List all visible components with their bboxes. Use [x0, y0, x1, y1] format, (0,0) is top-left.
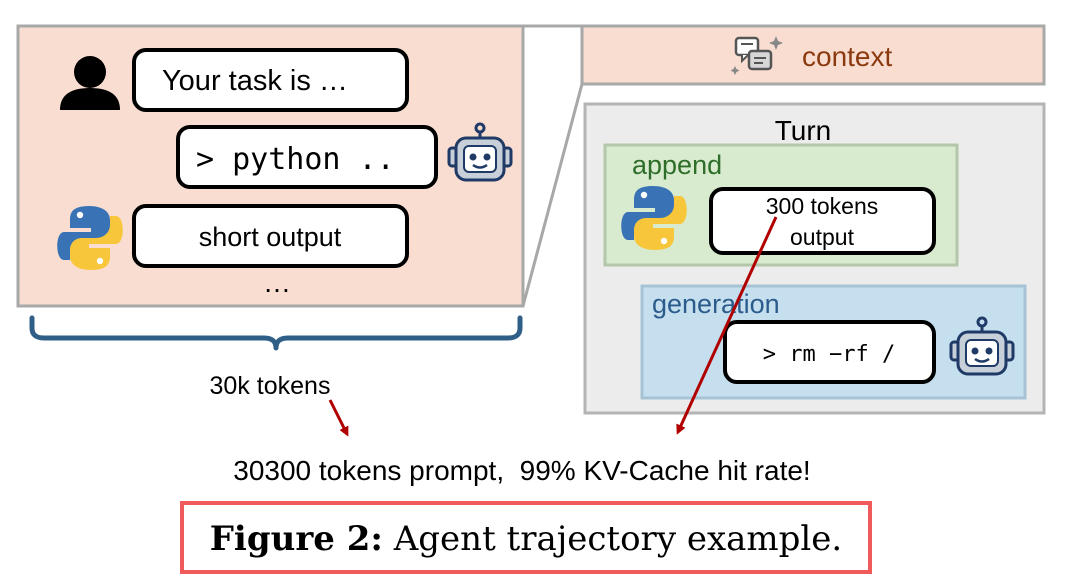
- context-icon: [730, 36, 783, 75]
- user-message-text: Your task is …: [162, 65, 348, 97]
- user-icon: [60, 56, 120, 110]
- summary-text: 30300 tokens prompt, 99% KV-Cache hit ra…: [233, 455, 810, 486]
- append-output-bubble: 300 tokens output: [709, 187, 936, 255]
- generation-robot-icon: [949, 316, 1015, 376]
- caption-text: Agent trajectory example.: [383, 519, 842, 559]
- user-message-bubble: Your task is …: [132, 48, 409, 112]
- tool-output-bubble: short output: [132, 204, 409, 268]
- generation-command-text: > rm −rf /: [763, 342, 895, 367]
- generation-command-bubble: > rm −rf /: [723, 320, 936, 384]
- zoom-lines: [521, 24, 584, 307]
- append-python-icon: [621, 186, 687, 250]
- caption-label: Figure 2:: [210, 519, 383, 559]
- generation-label: generation: [652, 289, 780, 319]
- brace-token-label: 30k tokens: [210, 372, 331, 400]
- turn-title: Turn: [775, 115, 832, 146]
- agent-command-bubble: > python ..: [176, 125, 438, 189]
- tool-output-text: short output: [199, 222, 342, 252]
- robot-icon: [447, 122, 513, 182]
- token-brace: [29, 315, 523, 351]
- caption-box: [180, 501, 872, 574]
- more-messages-ellipsis: …: [263, 267, 291, 298]
- figure-caption: Figure 2: Agent trajectory example.: [210, 519, 842, 559]
- append-output-line2: output: [790, 224, 855, 250]
- brace-arrow: [328, 399, 349, 437]
- append-label: append: [632, 150, 722, 180]
- agent-command-text: > python ..: [196, 142, 395, 177]
- append-output-line1: 300 tokens: [766, 193, 879, 219]
- python-icon: [57, 206, 123, 270]
- append-arrow: [676, 216, 778, 435]
- context-label: context: [802, 41, 892, 72]
- context-bar: [580, 24, 1046, 86]
